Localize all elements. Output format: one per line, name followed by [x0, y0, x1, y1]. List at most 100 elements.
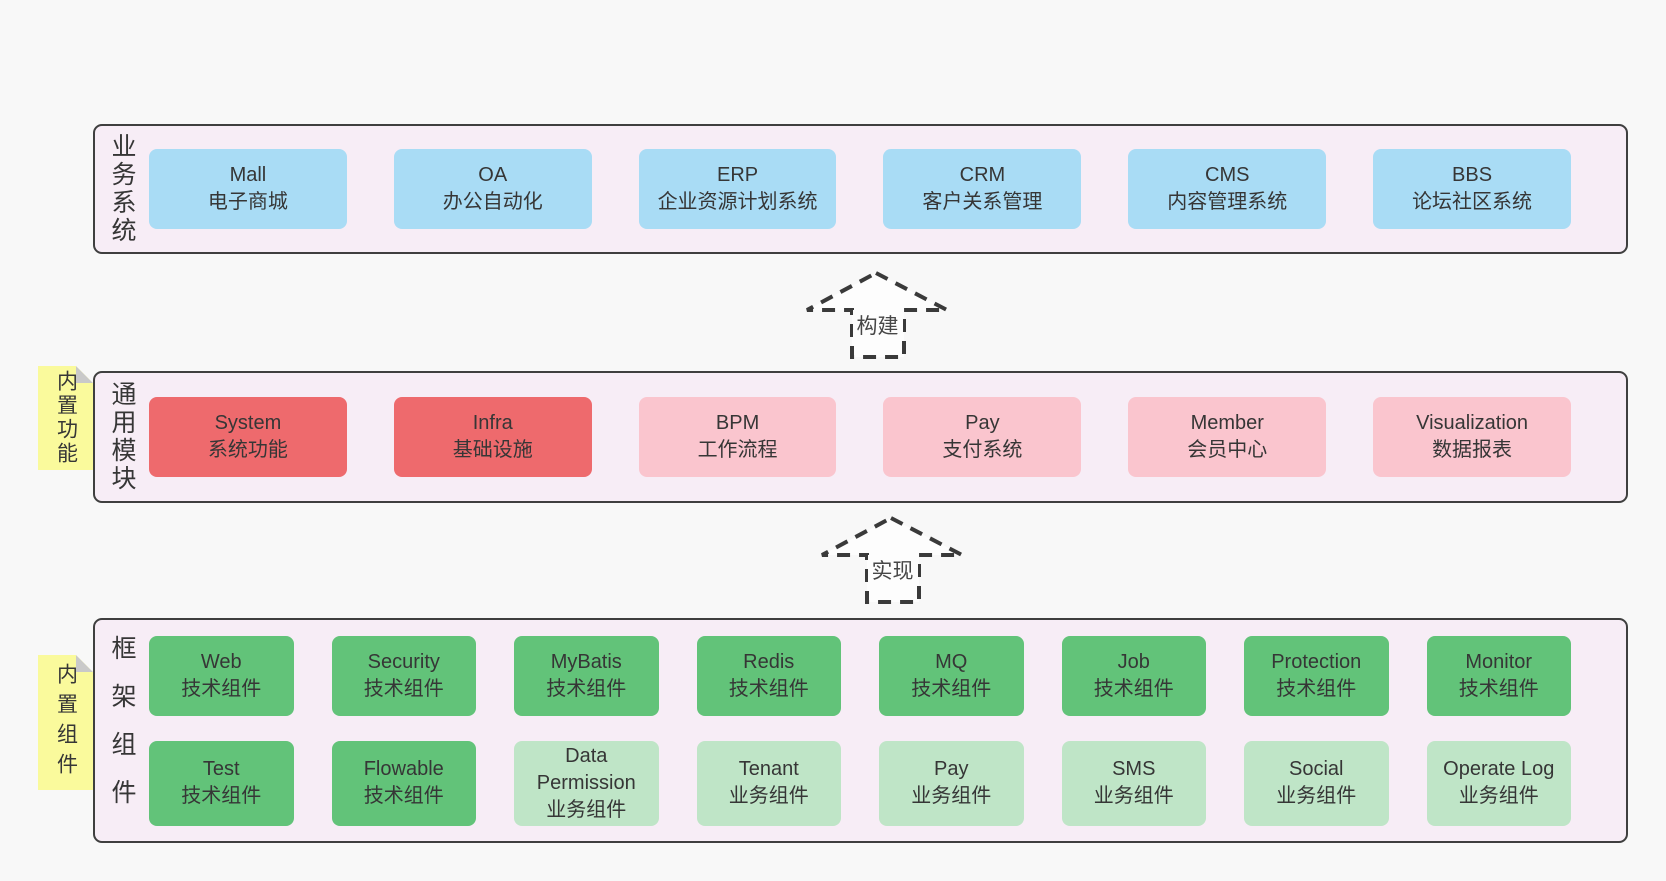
box-title: Protection — [1271, 650, 1362, 673]
box-monitor: Monitor 技术组件 — [1426, 635, 1571, 716]
box-subtitle: 办公自动化 — [442, 191, 543, 213]
box-title: Monitor — [1465, 650, 1533, 673]
arrow-build-label: 构建 — [852, 310, 903, 340]
box-subtitle: 支付系统 — [942, 439, 1023, 461]
box-subtitle: 业务组件 — [1276, 785, 1357, 807]
box-title: Flowable — [363, 758, 444, 780]
box-title: Mall — [229, 164, 267, 186]
box-subtitle: 会员中心 — [1187, 439, 1268, 461]
box-subtitle: 技术组件 — [1458, 677, 1539, 700]
box-pay: Pay 支付系统 — [883, 397, 1082, 477]
box-title: Job — [1117, 650, 1150, 673]
box-sms: SMS 业务组件 — [1061, 740, 1206, 826]
box-social: Social 业务组件 — [1244, 740, 1389, 826]
box-subtitle: 电子商城 — [207, 191, 288, 213]
box-title: Web — [200, 650, 242, 673]
box-security: Security 技术组件 — [331, 635, 476, 716]
box-mq: MQ 技术组件 — [879, 635, 1024, 716]
box-operate-log: Operate Log 业务组件 — [1426, 740, 1571, 826]
box-mybatis: MyBatis 技术组件 — [514, 635, 659, 716]
box-title: Security — [367, 650, 440, 673]
box-subtitle: 技术组件 — [546, 677, 627, 700]
box-subtitle: 业务组件 — [1093, 785, 1174, 807]
box-title: Visualization — [1416, 412, 1529, 434]
box-subtitle: 技术组件 — [181, 677, 262, 700]
arrow-implement-label: 实现 — [867, 555, 918, 585]
box-subtitle: 技术组件 — [1276, 677, 1357, 700]
box-subtitle: 客户关系管理 — [922, 191, 1043, 213]
box-subtitle: 技术组件 — [363, 785, 444, 807]
box-subtitle: 系统功能 — [207, 439, 288, 461]
box-job: Job 技术组件 — [1061, 635, 1206, 716]
box-title: OA — [478, 164, 508, 186]
box-subtitle: 企业资源计划系统 — [657, 191, 818, 213]
box-title: BPM — [715, 412, 760, 434]
band-rows-common-modules: System 系统功能 Infra 基础设施 BPM 工作流程 Pay 支付系统 Member 会… — [149, 373, 1626, 501]
band-framework-components: 框架组件 Web 技术组件 Security 技术组件 MyBatis 技术组件 Redis… — [93, 618, 1628, 843]
box-title: Redis — [743, 650, 795, 673]
box-bbs: BBS 论坛社区系统 — [1373, 149, 1571, 229]
note-built-in-components-label: 内置组件 — [54, 662, 78, 783]
box-cms: CMS 内容管理系统 — [1128, 149, 1327, 229]
box-title: System — [214, 412, 282, 434]
box-subtitle: 技术组件 — [728, 677, 809, 700]
arrow-build: 构建 — [805, 270, 950, 360]
box-visualization: Visualization 数据报表 — [1373, 397, 1571, 477]
box-subtitle: 工作流程 — [697, 439, 778, 461]
box-crm: CRM 客户关系管理 — [883, 149, 1082, 229]
arrow-implement: 实现 — [820, 515, 965, 605]
box-subtitle: 基础设施 — [452, 439, 533, 461]
box-subtitle: 技术组件 — [1093, 677, 1174, 700]
band-common-modules: 通用模块 System 系统功能 Infra 基础设施 BPM 工作流程 Pay 支付系统 Me… — [93, 371, 1628, 503]
box-title: Tenant — [738, 758, 799, 780]
box-title: Data Permission — [536, 744, 636, 794]
box-title: Infra — [472, 412, 513, 434]
box-title: MQ — [935, 650, 968, 673]
box-subtitle: 数据报表 — [1432, 439, 1513, 461]
folded-corner-icon — [76, 655, 93, 672]
box-subtitle: 业务组件 — [546, 798, 627, 821]
box-member: Member 会员中心 — [1128, 397, 1327, 477]
box-pay: Pay 业务组件 — [879, 740, 1024, 826]
box-mall: Mall 电子商城 — [149, 149, 347, 229]
box-subtitle: 论坛社区系统 — [1412, 191, 1533, 213]
box-oa: OA 办公自动化 — [393, 149, 592, 229]
box-protection: Protection 技术组件 — [1244, 635, 1389, 716]
band-row: Test 技术组件 Flowable 技术组件 Data Permission 业务组件 T… — [149, 740, 1571, 826]
folded-corner-icon — [76, 366, 93, 383]
box-title: Pay — [965, 412, 1000, 434]
band-row: System 系统功能 Infra 基础设施 BPM 工作流程 Pay 支付系统 Member 会… — [149, 397, 1571, 477]
box-flowable: Flowable 技术组件 — [331, 740, 476, 826]
box-subtitle: 业务组件 — [911, 785, 992, 807]
box-title: MyBatis — [550, 650, 622, 673]
box-title: Social — [1289, 758, 1344, 780]
note-built-in-components: 内置组件 — [38, 655, 93, 790]
box-subtitle: 技术组件 — [363, 677, 444, 700]
box-subtitle: 技术组件 — [911, 677, 992, 700]
box-title: SMS — [1112, 758, 1156, 780]
band-label-business-systems: 业务系统 — [108, 133, 136, 245]
box-title: Member — [1190, 412, 1264, 434]
box-infra: Infra 基础设施 — [393, 397, 592, 477]
box-title: CMS — [1205, 164, 1250, 186]
box-subtitle: 业务组件 — [1458, 785, 1539, 807]
box-subtitle: 技术组件 — [181, 785, 262, 807]
box-title: Operate Log — [1443, 758, 1555, 780]
band-label-common-modules: 通用模块 — [108, 381, 136, 493]
box-system: System 系统功能 — [149, 397, 347, 477]
note-built-in-features-label: 内置功能 — [54, 370, 78, 466]
box-title: Pay — [934, 758, 969, 780]
box-subtitle: 内容管理系统 — [1167, 191, 1288, 213]
box-bpm: BPM 工作流程 — [638, 397, 837, 477]
band-label-framework-components: 框架组件 — [108, 634, 136, 827]
box-title: BBS — [1452, 164, 1493, 186]
box-data-permission: Data Permission 业务组件 — [514, 740, 659, 826]
box-title: Test — [202, 758, 240, 780]
box-title: CRM — [959, 164, 1006, 186]
note-built-in-features: 内置功能 — [38, 366, 93, 470]
